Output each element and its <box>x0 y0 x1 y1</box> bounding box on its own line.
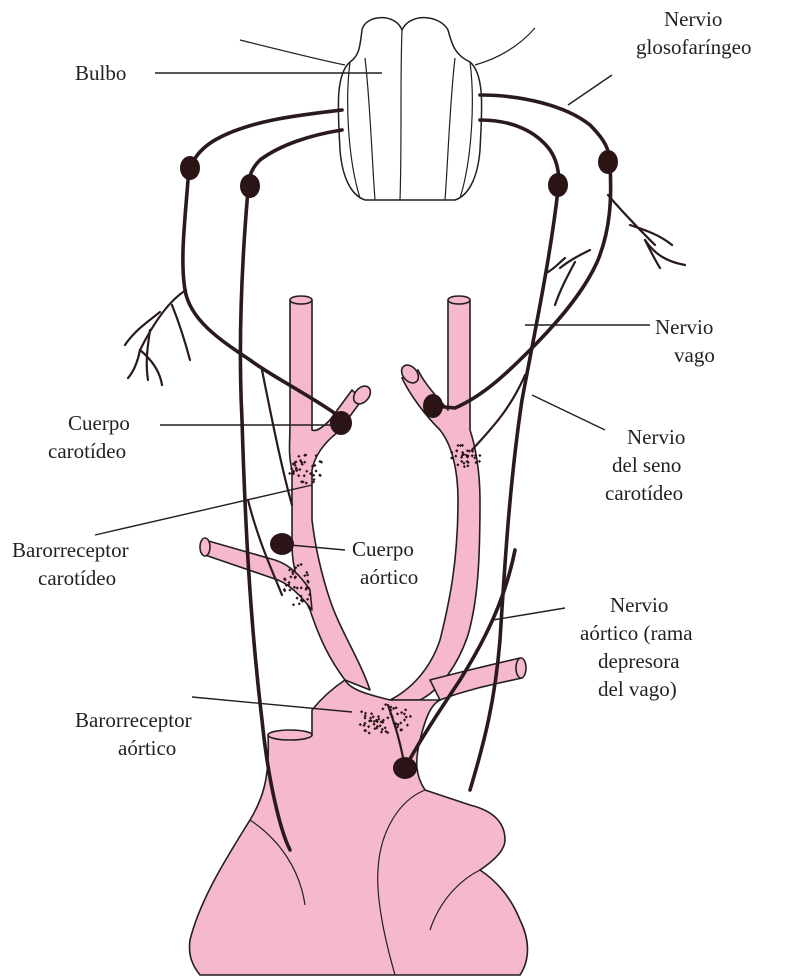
right-carotid <box>390 300 480 700</box>
label-cuerpo-carotideo-line2: carotídeo <box>48 439 126 463</box>
label-cuerpo-aortico-line1: Cuerpo <box>352 537 414 561</box>
label-vago-line2: vago <box>674 343 715 367</box>
ganglion-left-outer <box>180 156 200 180</box>
aortic-body <box>270 533 294 555</box>
bulbo-brainstem <box>240 18 535 200</box>
receptor-dot <box>295 597 298 600</box>
label-cuerpo-carotideo-line1: Cuerpo <box>68 411 130 435</box>
label-nervio-aortico-line2: aórtico (rama <box>580 621 693 645</box>
label-baro-aortico-line1: Barorreceptor <box>75 708 192 732</box>
label-baro-carotideo-line1: Barorreceptor <box>12 538 129 562</box>
label-seno-carotideo-line2: del seno <box>612 453 681 477</box>
receptor-dot <box>478 454 481 457</box>
label-cuerpo-aortico-line2: aórtico <box>360 565 418 589</box>
receptor-dot <box>292 603 295 606</box>
receptor-dot <box>298 602 301 605</box>
label-glosofaringeo-line2: glosofaríngeo <box>636 35 751 59</box>
aortic-arch-heart <box>189 680 527 975</box>
label-nervio-aortico-line3: depresora <box>598 649 680 673</box>
receptor-dot <box>314 469 317 472</box>
ganglion-left-inner <box>240 174 260 198</box>
ganglion-right-inner <box>548 173 568 197</box>
label-glosofaringeo-line1: Nervio <box>664 7 722 31</box>
label-vago-line1: Nervio <box>655 315 713 339</box>
left-carotid <box>290 300 371 690</box>
label-nervio-aortico-line1: Nervio <box>610 593 668 617</box>
receptor-dot <box>288 472 291 475</box>
carotid-body-left <box>330 411 352 435</box>
label-baro-aortico-line2: aórtico <box>118 736 176 760</box>
label-nervio-aortico-line4: del vago) <box>598 677 677 701</box>
carotid-body-right <box>423 394 443 418</box>
aortic-arch-ganglion <box>393 757 417 779</box>
receptor-dot <box>478 460 481 463</box>
receptor-dot <box>312 478 315 481</box>
ganglion-right-outer <box>598 150 618 174</box>
receptor-dot <box>319 474 322 477</box>
label-seno-carotideo-line3: carotídeo <box>605 481 683 505</box>
right-inner-nerve <box>470 120 559 790</box>
label-seno-carotideo-line1: Nervio <box>627 425 685 449</box>
label-baro-carotideo-line2: carotídeo <box>38 566 116 590</box>
label-bulbo: Bulbo <box>75 61 126 85</box>
